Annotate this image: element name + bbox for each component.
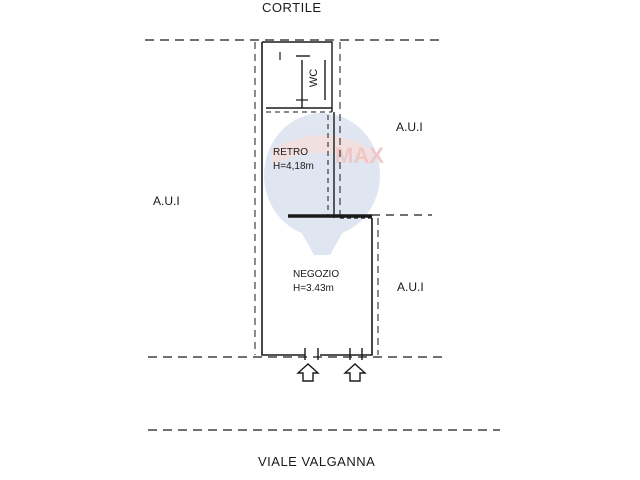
watermark-text: MAX bbox=[335, 143, 384, 168]
watermark-balloon-basket bbox=[300, 230, 344, 255]
retro-name: RETRO bbox=[273, 147, 308, 158]
retro-room-label: RETRO H=4,18m bbox=[273, 146, 314, 174]
watermark-balloon-stripe bbox=[272, 135, 372, 165]
negozio-name: NEGOZIO bbox=[293, 269, 340, 280]
street-label: VIALE VALGANNA bbox=[258, 454, 376, 469]
negozio-room-label: NEGOZIO H=3.43m bbox=[293, 268, 339, 296]
negozio-height: H=3.43m bbox=[293, 283, 334, 294]
aui-right-bottom-label: A.U.I bbox=[397, 280, 424, 294]
wall-left bbox=[261, 42, 305, 356]
courtyard-label: CORTILE bbox=[262, 0, 322, 15]
wc-label: WC bbox=[308, 68, 321, 88]
aui-right-top-label: A.U.I bbox=[396, 120, 423, 134]
entrance-arrow-right-icon bbox=[343, 363, 367, 382]
wall-right-lower bbox=[320, 218, 373, 356]
watermark-balloon bbox=[264, 113, 380, 255]
aui-left-label: A.U.I bbox=[153, 194, 180, 208]
entrance-arrow-left-icon bbox=[296, 363, 320, 382]
retro-height: H=4,18m bbox=[273, 161, 314, 172]
wall-upper-right bbox=[262, 41, 333, 112]
